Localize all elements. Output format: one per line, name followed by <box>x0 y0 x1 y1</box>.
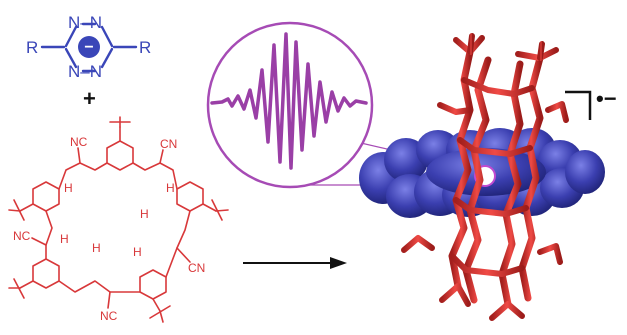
nitrile-label-2: CN <box>160 137 177 151</box>
macrocycle-labels: NC CN CN NC NC H H H H H H <box>13 135 205 323</box>
tetrazine-r-left: R <box>26 38 38 57</box>
tetrazine-structure: N–N N–N R R − <box>26 13 151 81</box>
h-label-2: H <box>166 181 175 195</box>
complex-bracket: •− <box>565 86 617 120</box>
h-label-6: H <box>140 207 149 221</box>
tetrazine-charge: − <box>84 39 93 56</box>
radical-anion-charge-icon <box>78 36 100 58</box>
h-label-4: H <box>92 241 101 255</box>
macrocycle-stick-model <box>401 33 569 325</box>
nitrile-label-3: CN <box>188 261 205 275</box>
nitrile-label-5: NC <box>100 309 118 323</box>
plus-sign: + <box>83 86 96 111</box>
nitrile-label-4: NC <box>13 229 31 243</box>
nitrile-label-1: NC <box>70 135 88 149</box>
macrocycle-structure <box>8 116 229 323</box>
h-label-3: H <box>60 232 69 246</box>
tetrazine-r-right: R <box>139 38 151 57</box>
h-label-5: H <box>133 245 142 259</box>
epr-spectrum-trace <box>210 32 368 170</box>
complex-charge-label: •− <box>596 86 617 111</box>
tetrazine-n-top: N–N <box>68 13 102 32</box>
complex-model <box>359 33 605 325</box>
tetrazine-n-bottom: N–N <box>68 62 102 81</box>
reaction-arrow <box>243 257 347 269</box>
h-label-1: H <box>64 181 73 195</box>
